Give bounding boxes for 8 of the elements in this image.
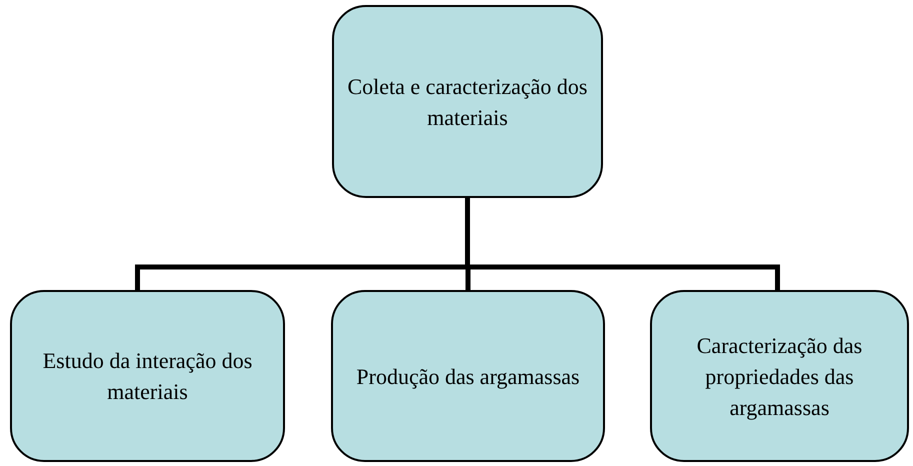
process-box xyxy=(10,290,285,462)
process-box xyxy=(332,5,603,198)
box-label: Caracterização das propriedades das argamassas xyxy=(696,332,864,422)
process-box xyxy=(650,290,909,462)
box-label: Estudo da interação dos materiais xyxy=(42,347,254,406)
box-label: Coleta e caracterização dos materiais xyxy=(346,72,588,132)
process-box xyxy=(331,290,605,462)
box-label: Produção das argamassas xyxy=(356,362,580,391)
